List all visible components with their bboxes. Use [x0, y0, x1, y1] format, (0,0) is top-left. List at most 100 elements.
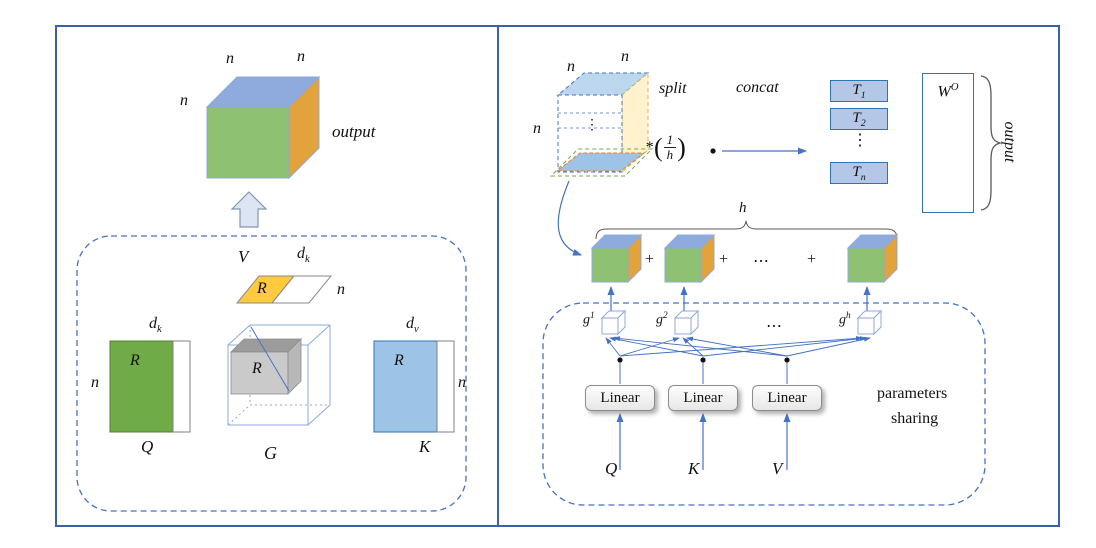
g-cdots: ⋯ — [766, 318, 782, 335]
q-dim-sub: k — [157, 324, 162, 336]
head-cube-front-face — [664, 247, 702, 283]
t1-label: T1 — [852, 82, 865, 101]
g2-cube-right-face — [690, 309, 699, 336]
v-dim-label: dk — [297, 245, 310, 266]
q-matrix-empty-part — [172, 340, 191, 433]
scale-open-paren: ( — [654, 132, 663, 162]
gh-base: g — [839, 312, 846, 328]
k-dim-base: d — [406, 315, 414, 332]
k-matrix-filled-part — [373, 340, 438, 433]
parameters-sharing-line2: sharing — [891, 410, 939, 427]
tn-box: Tn — [830, 162, 888, 184]
v-matrix — [235, 275, 333, 304]
gh-cube — [856, 309, 883, 336]
k-input-label: K — [688, 459, 700, 478]
t-vdots: ⋮ — [852, 132, 868, 149]
q-matrix-filled-part — [109, 340, 174, 433]
extracted-slice — [555, 152, 646, 172]
k-dim-sub: v — [414, 324, 419, 336]
v-input-label: V — [772, 459, 783, 478]
output-brace — [980, 75, 1003, 211]
sharing-arrow-icon — [619, 335, 863, 357]
diagram-frame — [55, 25, 1060, 527]
head-cube-2 — [663, 233, 716, 284]
output-cube — [205, 75, 321, 180]
t2-sub: 2 — [860, 117, 866, 129]
right-dashed-container — [542, 302, 986, 506]
up-block-arrow-icon — [230, 191, 268, 228]
junction-dot — [617, 357, 623, 363]
head-cube-right-face — [700, 233, 715, 284]
k-matrix — [373, 340, 455, 433]
parameters-sharing-line1: parameters — [877, 385, 948, 402]
g2-sup: 2 — [663, 310, 668, 320]
g-cube-edge — [307, 324, 331, 346]
sharing-arrow-icon — [686, 336, 788, 357]
q-matrix — [109, 340, 191, 433]
k-cell-label: R — [394, 352, 404, 369]
linear-box-q: Linear — [585, 385, 655, 411]
slice-to-head-arrow-icon — [557, 180, 582, 256]
g1-label: g1 — [583, 310, 595, 329]
t2-base: T — [852, 109, 861, 126]
g1-sup: 1 — [590, 310, 595, 320]
junction-dot — [710, 148, 716, 154]
k-dim-label: dv — [406, 315, 419, 336]
g-cube-edge — [227, 324, 251, 346]
split-cube — [549, 71, 654, 177]
head-cube-right-face — [627, 233, 642, 284]
output-rotated-label: output — [1001, 121, 1019, 163]
output-label: output — [332, 122, 376, 141]
head-cdots: ⋯ — [753, 253, 769, 270]
split-cube-n-top-left: n — [567, 58, 575, 75]
panel-divider — [497, 25, 499, 527]
gh-cube-front-face — [857, 317, 875, 335]
sharing-arrow-icon — [702, 336, 867, 357]
scale-star: * — [645, 138, 653, 156]
g1-cube-front-face — [601, 317, 619, 335]
plus-sign: + — [719, 251, 729, 268]
left-dashed-container — [76, 235, 467, 512]
h-count-label: h — [739, 200, 747, 216]
sharing-arrow-icon — [609, 336, 704, 357]
output-cube-n-side: n — [180, 92, 188, 109]
q-input-label: Q — [605, 459, 618, 478]
g1-base: g — [583, 312, 590, 328]
head-cube-front-face — [591, 247, 629, 283]
v-matrix-name: V — [238, 247, 249, 266]
q-cell-label: R — [130, 352, 140, 369]
head-cube-h — [846, 233, 899, 284]
split-cube-vdots: ⋮ — [585, 118, 599, 133]
head-cube-1 — [590, 233, 643, 284]
linear-box-k: Linear — [668, 385, 738, 411]
plus-sign: + — [645, 251, 655, 268]
g1-cube-right-face — [617, 309, 626, 336]
v-cell-label: R — [257, 280, 267, 297]
g-cube-edge — [307, 404, 331, 426]
t2-box: T2 — [830, 108, 888, 130]
slice-outline — [549, 148, 654, 177]
head-cube-front-face — [847, 247, 885, 283]
head-cube-right-face — [883, 233, 898, 284]
junction-dot — [700, 357, 706, 363]
q-dim-label: dk — [149, 315, 162, 336]
parameter-sharing-arrows — [605, 335, 871, 357]
linear-box-v: Linear — [752, 385, 822, 411]
output-cube-n-top-left: n — [226, 50, 234, 67]
gh-sup: h — [846, 310, 851, 320]
k-matrix-name: K — [419, 437, 431, 456]
g1-cube — [600, 309, 627, 336]
wo-label: WO — [922, 82, 974, 101]
output-cube-front-face — [206, 106, 290, 179]
g-cube-hidden-edge — [227, 404, 251, 426]
g2-base: g — [656, 312, 663, 328]
wo-sup: O — [950, 82, 959, 93]
v-dim-sub: k — [305, 254, 310, 266]
k-matrix-empty-part — [436, 340, 455, 433]
q-matrix-name: Q — [141, 437, 154, 456]
g-cube-diagonal-line — [250, 326, 290, 392]
concat-label: concat — [736, 79, 779, 96]
